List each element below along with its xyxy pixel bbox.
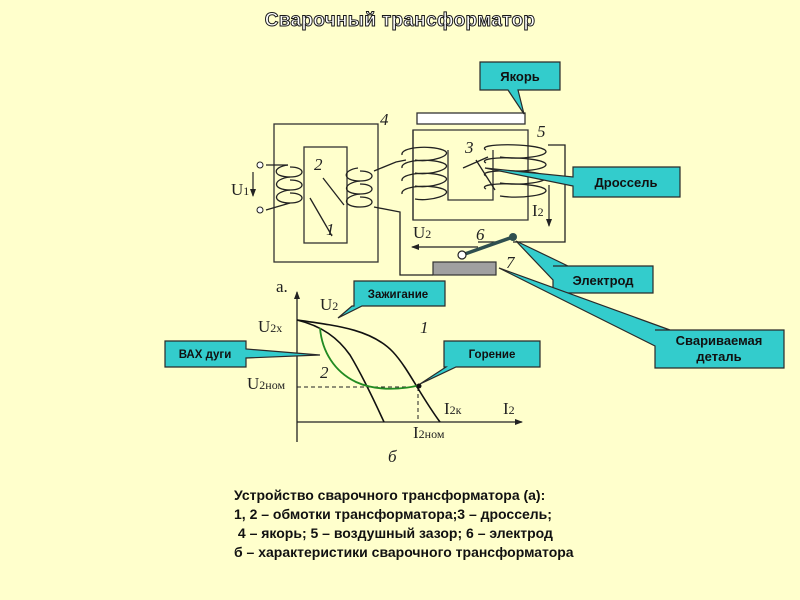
characteristic-curve-1 (296, 319, 441, 423)
choke-winding-right (462, 144, 547, 198)
callout-vah: ВАХ дуги (179, 349, 232, 361)
callout-detal-shape (498, 267, 785, 369)
arc-vah-curve (319, 327, 421, 390)
graph-label-i2nom: I2ном (413, 423, 445, 442)
callout-yakor-shape (479, 61, 561, 115)
callout-elektrod-shape (515, 240, 654, 294)
operating-point (416, 383, 422, 389)
label-i2: I2 (532, 201, 544, 220)
choke-core (412, 129, 529, 221)
label-part-a: а. (276, 277, 288, 296)
output-circuit (478, 144, 566, 243)
graph-label-i2k: I2к (444, 399, 462, 418)
graph-label-curve-1: 1 (420, 318, 429, 337)
graph-label-curve-2: 2 (320, 363, 329, 382)
caption-line-1: Устройство сварочного трансформатора (а)… (234, 487, 546, 503)
primary-winding-1 (265, 164, 333, 237)
callout-zazhiganie: Зажигание (368, 289, 428, 301)
electrode-holder-pivot (457, 250, 467, 260)
label-1: 1 (326, 220, 335, 239)
callout-drossel: Дроссель (595, 175, 658, 190)
label-7: 7 (506, 253, 516, 272)
graph-label-part-b: б (388, 447, 397, 466)
label-6: 6 (476, 225, 485, 244)
secondary-winding-2 (322, 159, 433, 276)
callout-zazhiganie-shape (337, 280, 446, 319)
armature-4 (416, 112, 526, 125)
caption-line-2: 1, 2 – обмотки трансформатора;3 – дроссе… (234, 506, 552, 522)
label-5: 5 (537, 122, 546, 141)
transformer-core-outer (273, 123, 379, 263)
terminal-u1-top (256, 161, 264, 169)
label-u2: U2 (413, 223, 431, 242)
graph-label-u2x: U2х (258, 317, 282, 336)
characteristic-curve-2 (296, 319, 385, 423)
label-2: 2 (314, 155, 323, 174)
choke-winding-left (401, 146, 447, 201)
graph-label-u2nom: U2ном (247, 374, 285, 393)
caption-line-4: б – характеристики сварочного трансформа… (234, 544, 574, 560)
callout-elektrod: Электрод (572, 273, 634, 288)
callout-vah-shape (164, 340, 321, 368)
callout-gorenie: Горение (469, 349, 516, 361)
figure-caption: Устройство сварочного трансформатора (а)… (234, 486, 574, 562)
callout-yakor: Якорь (500, 69, 540, 84)
workpiece-7 (432, 261, 497, 276)
label-4: 4 (380, 110, 389, 129)
page-title: Сварочный трансформатор (264, 10, 536, 32)
transformer-core-window (303, 146, 348, 244)
terminal-u1-bottom (256, 206, 264, 214)
electrode-6 (461, 235, 514, 257)
label-u1: U1 (231, 180, 249, 199)
caption-line-3: 4 – якорь; 5 – воздушный зазор; 6 – элек… (234, 525, 553, 541)
label-3: 3 (464, 138, 474, 157)
callout-drossel-shape (484, 166, 681, 198)
graph-label-y-axis: U2 (320, 295, 338, 314)
electrode-tip (509, 233, 517, 241)
graph-label-x-axis: I2 (503, 399, 515, 418)
callout-gorenie-shape (419, 340, 541, 385)
